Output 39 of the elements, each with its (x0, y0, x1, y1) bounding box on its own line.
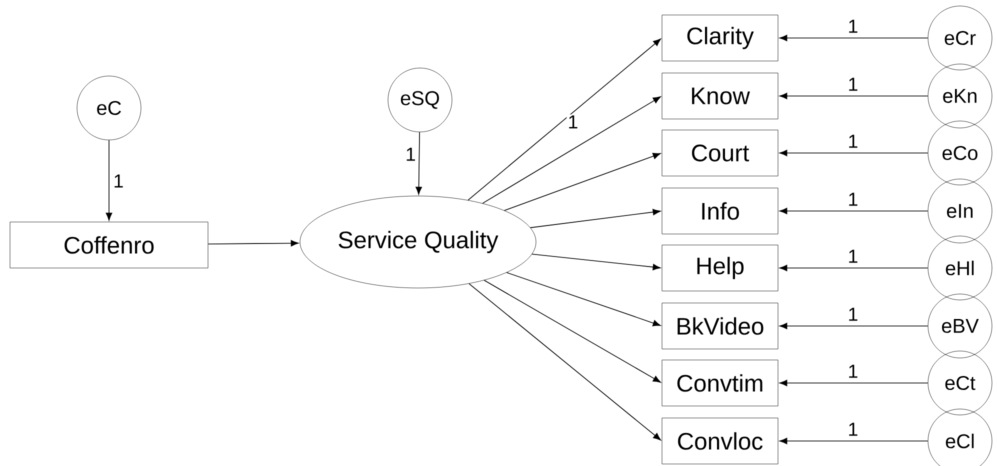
edge-label: 1 (849, 364, 858, 378)
edge-label: 1 (849, 308, 858, 321)
arrow (779, 150, 928, 156)
variable-box: Clarity (662, 14, 778, 62)
edge-label: 1 (849, 422, 858, 436)
variable-box: Convloc (662, 418, 778, 464)
arrow (482, 96, 661, 204)
arrow (779, 380, 928, 386)
edge-label: 1 (114, 174, 123, 188)
arrow (468, 283, 661, 440)
arrow (779, 92, 928, 100)
arrow (208, 240, 299, 246)
variable-box: Know (662, 72, 778, 120)
edge-label: 1 (849, 250, 858, 263)
edge-label: 1 (849, 192, 858, 206)
edge-label: 1 (849, 78, 858, 91)
arrow (779, 322, 928, 330)
arrow (468, 38, 661, 201)
arrow (532, 254, 661, 270)
arrow (504, 152, 661, 211)
variable-box: Court (662, 130, 778, 176)
arrow (506, 272, 661, 326)
arrow (106, 140, 112, 221)
arrow (779, 438, 928, 444)
variable-box: Convtim (662, 360, 778, 406)
edge-label: 1 (849, 134, 858, 148)
arrow (779, 34, 928, 42)
arrow (779, 264, 928, 272)
edge-label: 1 (569, 115, 578, 128)
edge-label: 1 (406, 148, 415, 161)
arrow (416, 132, 422, 195)
variable-box: Coffenro (10, 222, 208, 268)
edge-label: 1 (849, 20, 858, 33)
variable-box: BkVideo (662, 302, 778, 350)
arrow (530, 208, 661, 228)
variable-box: Info (662, 188, 778, 234)
arrow (779, 208, 928, 214)
arrow (484, 280, 661, 383)
variable-box: Help (662, 244, 778, 292)
